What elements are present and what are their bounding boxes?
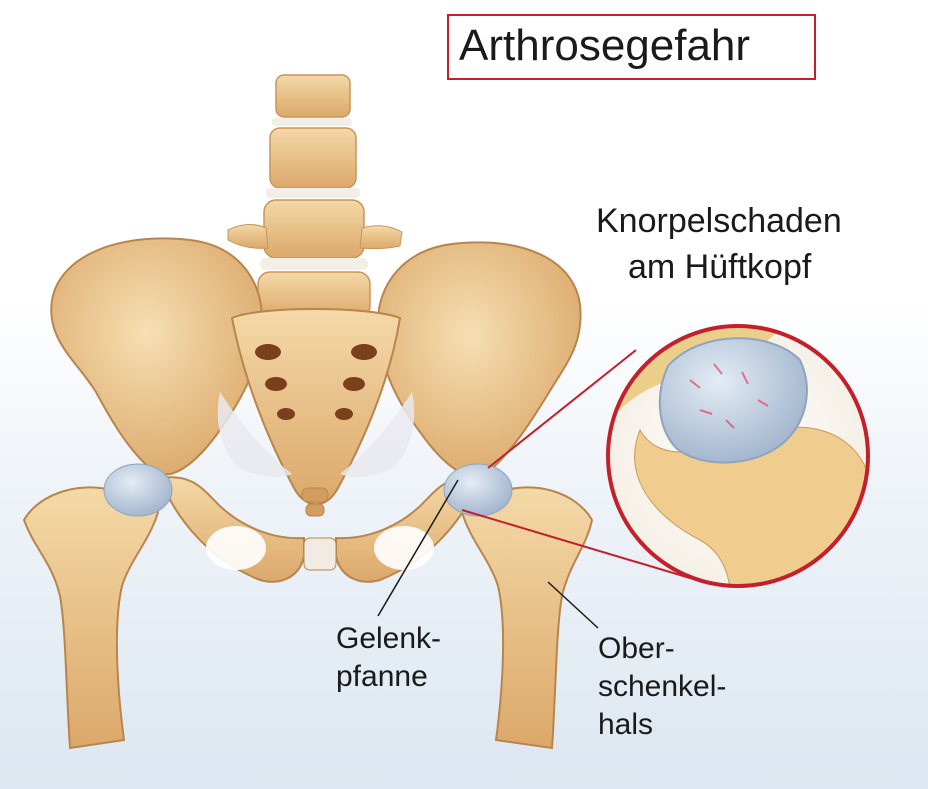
label-oberschenkelhals-line-2: schenkel-: [598, 670, 726, 704]
page-title: Arthrosegefahr: [459, 19, 750, 73]
left-femur: [24, 487, 158, 748]
inset-caption-line-2: am Hüftkopf: [628, 248, 811, 286]
pubic-symphysis: [304, 538, 336, 570]
label-gelenkpfanne-line-2: pfanne: [336, 660, 428, 694]
right-obturator-foramen: [374, 526, 434, 570]
transverse-process: [228, 224, 268, 248]
sacrum: [232, 309, 400, 505]
vertebra: [264, 200, 364, 258]
right-femur: [462, 487, 592, 748]
left-femoral-head: [104, 464, 172, 516]
coccyx: [302, 488, 328, 516]
inset-caption-line-1: Knorpelschaden: [596, 202, 842, 240]
left-obturator-foramen: [206, 526, 266, 570]
label-oberschenkelhals-line-1: Ober-: [598, 632, 675, 666]
intervertebral-disc: [266, 188, 360, 198]
transverse-process: [360, 226, 402, 249]
intervertebral-disc: [272, 118, 352, 126]
vertebra: [276, 75, 350, 117]
intervertebral-disc: [260, 258, 368, 270]
label-gelenkpfanne-line-1: Gelenk-: [336, 622, 441, 656]
vertebra: [270, 128, 356, 188]
label-oberschenkelhals-line-3: hals: [598, 708, 653, 742]
right-femoral-head: [444, 464, 512, 516]
inset-magnifier: [600, 309, 873, 640]
